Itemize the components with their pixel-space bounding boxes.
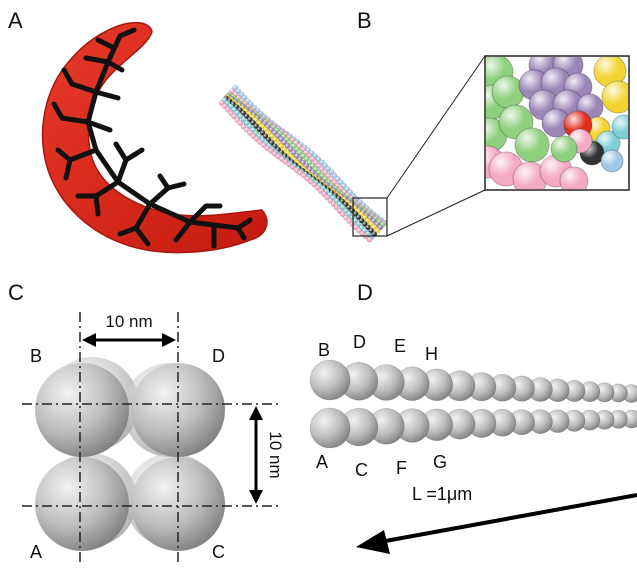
length-label: L =1μm xyxy=(412,484,472,504)
top-row-label: H xyxy=(425,344,438,364)
corner-label-top-left: B xyxy=(30,346,42,366)
top-row-label: E xyxy=(394,336,406,356)
length-arrow xyxy=(356,495,637,554)
inset-bead-highlight xyxy=(560,167,588,195)
bottom-row-label: F xyxy=(396,458,407,478)
inset-bead-highlight xyxy=(551,136,577,162)
zoom-line-top xyxy=(387,56,485,198)
zoom-line-bottom xyxy=(387,190,485,236)
corner-label-bottom-right: C xyxy=(212,542,225,562)
bottom-row-label: C xyxy=(355,460,368,480)
bead-b xyxy=(35,363,129,457)
bottom-row-label: G xyxy=(433,452,447,472)
bottom-row-label: A xyxy=(316,452,328,472)
cell-body xyxy=(43,23,267,253)
bead-row-top xyxy=(310,360,637,403)
corner-label-top-right: D xyxy=(212,346,225,366)
inset-bead-highlight xyxy=(612,115,636,139)
gray-bead xyxy=(310,408,350,448)
bead-a xyxy=(35,457,129,551)
banana-cell-with-branches xyxy=(43,23,267,253)
top-row-label: D xyxy=(353,332,366,352)
panel-d-label: D xyxy=(357,280,373,305)
width-dimension-arrow xyxy=(82,333,176,347)
panel-a-label: A xyxy=(8,8,23,33)
corner-label-bottom-left: A xyxy=(30,542,42,562)
width-dimension-label: 10 nm xyxy=(105,312,152,331)
top-row-label: B xyxy=(318,340,330,360)
cross-section-spheres xyxy=(35,357,225,551)
gray-bead xyxy=(310,360,350,400)
height-dimension-arrow xyxy=(249,406,263,504)
fiber-bead-highlight xyxy=(367,237,372,242)
height-dimension-label: 10 nm xyxy=(266,431,285,478)
inset-bead-highlight xyxy=(601,150,623,172)
bead-row-bottom xyxy=(310,408,637,448)
panel-c-label: C xyxy=(8,280,24,305)
panel-b-label: B xyxy=(357,8,372,33)
inset-bead-highlight xyxy=(515,128,549,162)
